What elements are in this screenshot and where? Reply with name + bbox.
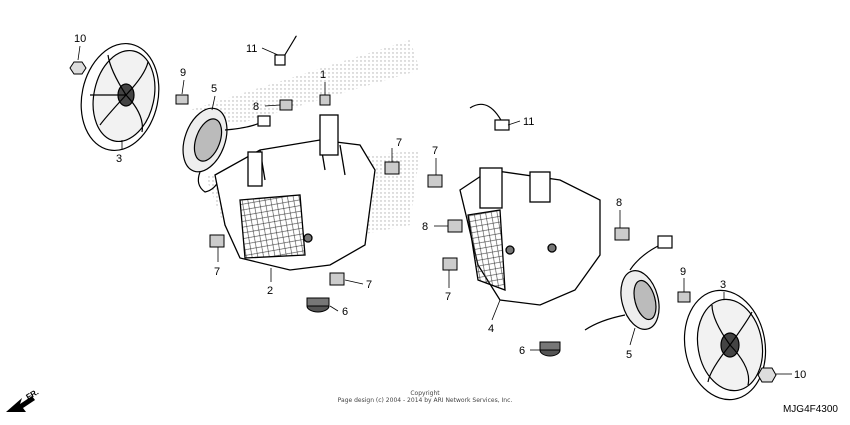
callout-3-left: 3 [116, 153, 122, 165]
copyright-line-2: Page design (c) 2004 - 2014 by ARI Netwo… [337, 397, 513, 404]
right-grommet[interactable] [539, 341, 561, 357]
callout-5-left: 5 [211, 83, 217, 95]
callout-7-left-bottom: 7 [214, 266, 220, 278]
callout-10-right: 10 [794, 369, 806, 381]
left-grommet[interactable] [306, 297, 330, 313]
callout-1: 1 [320, 69, 326, 81]
callout-6-left: 6 [342, 306, 348, 318]
callout-5-right: 5 [626, 349, 632, 361]
callout-10-left: 10 [74, 33, 86, 45]
callout-8-left: 8 [253, 101, 259, 113]
left-fan-blade[interactable] [72, 36, 169, 157]
callout-11-right: 11 [523, 116, 534, 128]
copyright-line-1: Copyright [410, 390, 440, 397]
callout-2: 2 [267, 285, 273, 297]
callout-3-right: 3 [720, 279, 726, 291]
callout-9-right: 9 [680, 266, 686, 278]
leader-lines [77, 45, 792, 375]
callout-8-right-left: 8 [422, 221, 428, 233]
callout-7-right-top: 7 [432, 145, 438, 157]
diagram-code: MJG4F4300 [782, 404, 838, 415]
left-wire-clip[interactable] [274, 35, 297, 66]
left-motor-bolt[interactable] [175, 94, 189, 105]
callout-numbers: 10 3 9 5 11 8 1 7 7 2 7 6 11 7 8 8 7 4 6… [74, 33, 806, 381]
callout-9-left: 9 [180, 67, 186, 79]
callout-7-left-lower: 7 [366, 279, 372, 291]
right-wire-clip[interactable] [469, 103, 510, 131]
callout-6-right: 6 [519, 345, 525, 357]
left-fan-motor[interactable] [175, 102, 271, 193]
callout-8-right-upper: 8 [616, 197, 622, 209]
callout-7-right-lower: 7 [445, 291, 451, 303]
right-fan-blade[interactable] [676, 284, 774, 406]
right-fan-nut[interactable] [757, 367, 777, 383]
callout-11-left: 11 [246, 43, 257, 55]
left-fan-nut[interactable] [69, 61, 87, 75]
callout-7-left-right: 7 [396, 137, 402, 149]
right-fan-shroud[interactable] [459, 167, 601, 306]
right-fan-motor[interactable] [584, 235, 673, 334]
left-fan-shroud[interactable] [214, 114, 376, 271]
right-bolts[interactable] [427, 174, 691, 303]
callout-4: 4 [488, 323, 494, 335]
